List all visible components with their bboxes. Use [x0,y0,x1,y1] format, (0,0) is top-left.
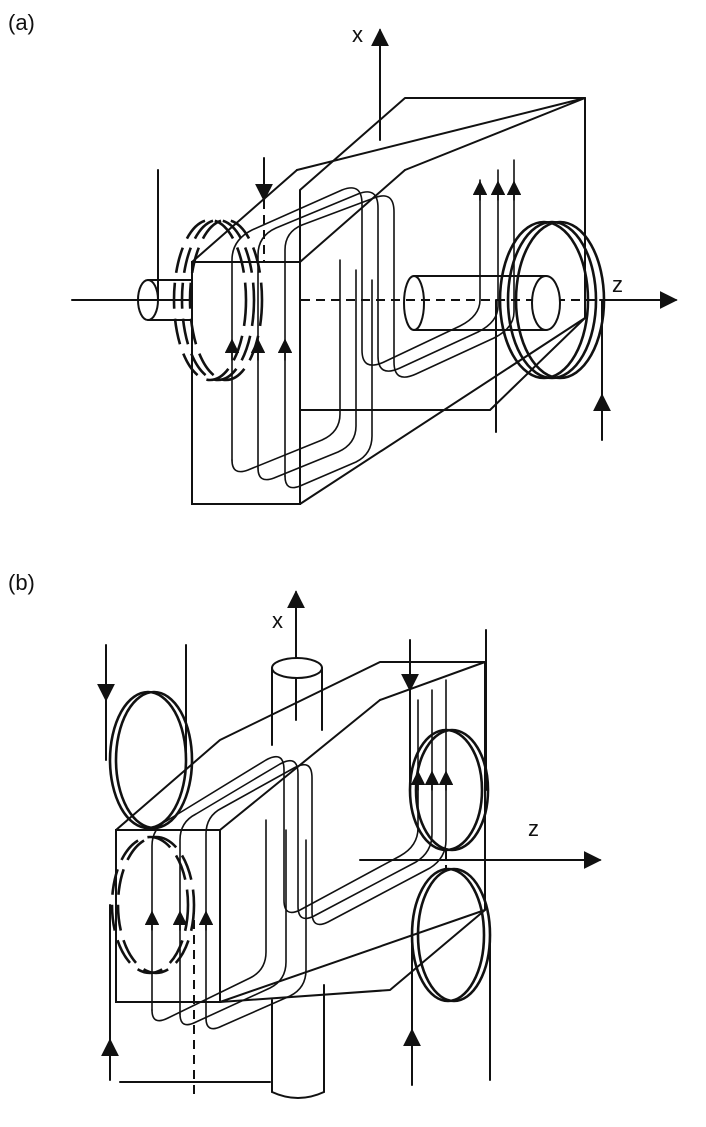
panel-a-slab-bottom-edge [299,317,586,505]
panel-b-left-coils [97,644,271,1100]
panel-a-loop-3-return [284,279,373,489]
panel-b: (b) x z [8,570,602,1100]
panel-a-left-coil [157,157,273,382]
panel-b-top-cylinder [271,657,323,746]
panel-a-label: (a) [8,10,35,35]
panel-b-current-loops [144,679,454,1030]
panel-b-slab-bottom-edge [219,909,486,1003]
panel-a-loop-2-return [257,269,357,481]
panel-a-right-coil [495,220,611,441]
panel-a-slab-inner-top [404,97,586,171]
panel-a-slab-top-edge-left [191,169,298,263]
panel-b-x-axis-label: x [272,608,283,633]
panel-a-loop-1-return [231,259,341,473]
panel-a-slab-top-edge [296,97,586,171]
panel-b-slab-front-face [115,829,221,1003]
panel-b-loop-3 [205,679,447,1019]
panel-b-bottom-cylinder [271,984,325,1099]
panel-a-slab-outline [299,97,586,411]
panel-a: (a) x z [8,10,678,505]
panel-b-right-coils [401,629,492,1086]
panel-a-slab-inner-edge [299,169,406,263]
panel-b-label: (b) [8,570,35,595]
panel-a-loop-2 [257,169,499,469]
panel-a-right-cylinder [403,275,561,331]
panel-b-loop-2 [179,689,433,1015]
panel-b-right-lower-coil [410,867,486,1003]
panel-b-left-upper-coil [108,690,188,830]
panel-a-x-axis-label: x [352,22,363,47]
panel-b-z-axis-label: z [528,816,539,841]
panel-a-z-axis-label: z [612,272,623,297]
